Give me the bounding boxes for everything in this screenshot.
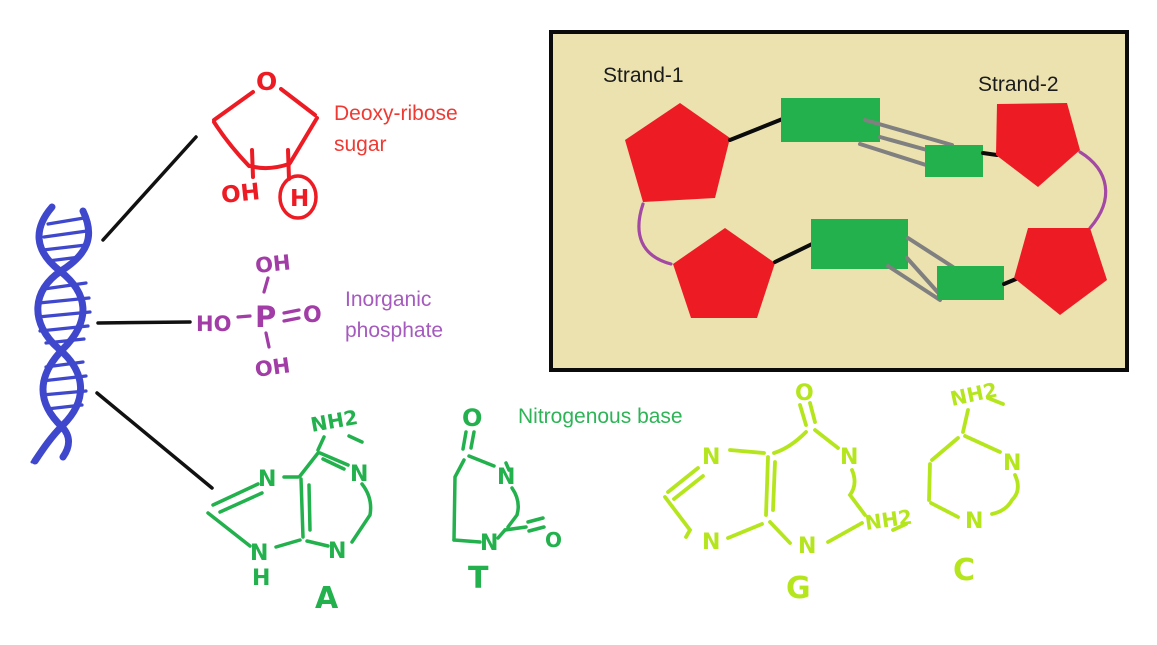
- thymine-letter: T: [468, 561, 489, 596]
- guanine-n-five-bottom: N: [702, 530, 720, 555]
- base-rect-large-row2: [811, 219, 908, 269]
- phosphate-oh-top: OH: [254, 250, 292, 278]
- base-rect-small-row2: [937, 266, 1004, 300]
- base-rect-small-row1: [925, 145, 983, 177]
- sugar-pentagon-strand1-row2: [673, 228, 775, 318]
- glycosidic-bond-row2-right: [1002, 277, 1018, 286]
- adenine-n-five-bottom: N: [250, 541, 268, 566]
- phosphate-p-atom: P: [255, 300, 276, 334]
- pointer-line-sugar: [101, 135, 198, 242]
- adenine-n-six-bottom: N: [328, 539, 346, 564]
- pointer-line-phosphate: [96, 320, 192, 325]
- helix-rungs: [36, 216, 92, 411]
- sugar-oh-atom: OH: [220, 179, 261, 209]
- guanine-n-six-right: N: [840, 445, 858, 470]
- glycosidic-bond-row1-left: [728, 116, 787, 142]
- sugar-label-line1: Deoxy-ribose: [334, 102, 458, 125]
- strand2-label: Strand-2: [978, 73, 1059, 96]
- cytosine-nh2: NH2: [948, 378, 999, 411]
- guanine-o-top: O: [795, 381, 814, 406]
- adenine-n-five-top: N: [258, 467, 276, 492]
- pairing-box: Strand-1 Strand-2: [549, 30, 1129, 372]
- sugar-label-line2: sugar: [334, 133, 387, 156]
- guanine-nh2: NH2: [863, 505, 913, 535]
- thymine-o-right: O: [545, 528, 562, 552]
- hydrogen-bonds-row1: [858, 118, 954, 167]
- glycosidic-bond-row1-right: [981, 151, 999, 157]
- sugar-o-atom: O: [256, 67, 277, 96]
- thymine-o-top: O: [462, 404, 482, 432]
- phosphate-sketch: [236, 276, 301, 349]
- phosphate-o-atom: O: [303, 303, 322, 328]
- cytosine-sketch: [927, 396, 1020, 519]
- cytosine-n-right: N: [1003, 451, 1021, 476]
- phosphate-label-line2: phosphate: [345, 319, 444, 342]
- sugar-ring-sketch: [212, 87, 319, 220]
- strand1-label: Strand-1: [603, 64, 684, 87]
- hydrogen-bonds-row2: [886, 236, 955, 302]
- thymine-sketch: [452, 430, 546, 544]
- phosphate-ho: HO: [196, 312, 231, 336]
- guanine-sketch: [663, 401, 908, 545]
- adenine-sketch: [206, 434, 373, 549]
- adenine-n-six-right: N: [350, 462, 368, 487]
- cytosine-letter: C: [953, 553, 975, 588]
- nitrogenous-base-label: Nitrogenous base: [518, 405, 683, 428]
- sugar-h-atom: H: [290, 186, 309, 212]
- sugar-label: Deoxy-ribose sugar: [334, 98, 458, 160]
- backbone-curve-strand1: [637, 202, 673, 266]
- guanine-n-six-bottom: N: [798, 534, 816, 559]
- phosphate-label-line1: Inorganic: [345, 288, 432, 311]
- guanine-n-five-top: N: [702, 445, 720, 470]
- glycosidic-bond-row2-left: [773, 242, 814, 264]
- pairing-diagram: Strand-1 Strand-2: [603, 64, 1108, 318]
- sugar-pentagon-strand1-row1: [625, 103, 730, 202]
- thymine-n-bottom: N: [480, 531, 498, 556]
- adenine-letter: A: [315, 581, 339, 616]
- cytosine-n-bottom: N: [965, 509, 983, 534]
- pointer-line-bases: [95, 391, 214, 490]
- sugar-pentagon-strand2-row2: [1014, 228, 1107, 315]
- backbone-curve-strand2: [1078, 150, 1108, 230]
- phosphate-oh-bottom: OH: [253, 353, 291, 382]
- adenine-h: H: [252, 566, 270, 591]
- adenine-nh2: NH2: [309, 405, 360, 437]
- dna-helix-sketch: [30, 203, 93, 465]
- phosphate-label: Inorganic phosphate: [345, 284, 443, 346]
- guanine-letter: G: [786, 571, 811, 606]
- thymine-n-right: N: [497, 465, 515, 490]
- sugar-pentagon-strand2-row1: [996, 103, 1080, 187]
